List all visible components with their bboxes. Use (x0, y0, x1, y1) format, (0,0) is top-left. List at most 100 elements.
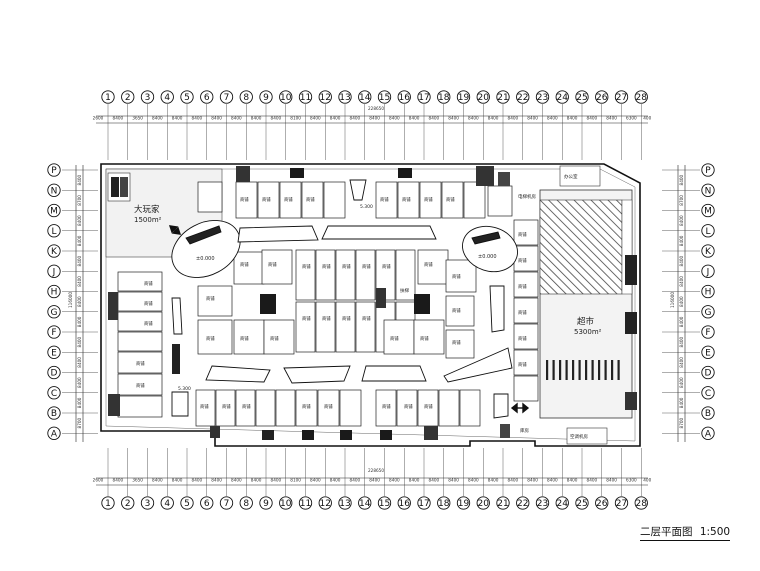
dimension-text: 6300 (626, 116, 637, 121)
dimension-text: 8400 (389, 478, 400, 483)
shop-label: 商铺 (302, 403, 311, 410)
row-dimension-text: 8400 (77, 357, 82, 368)
dimension-text: 8400 (567, 478, 578, 483)
shop-unit (445, 259, 477, 293)
column-axis-label: 6 (204, 499, 210, 509)
row-axis-label: A (51, 429, 58, 439)
row-axis-bubble (47, 224, 61, 238)
total-length-text: 228650 (368, 468, 384, 473)
shop-label: 商铺 (424, 196, 433, 203)
shop-unit (301, 181, 324, 219)
shop-label: 商铺 (424, 261, 433, 268)
dimension-text: 8400 (369, 478, 380, 483)
supermarket-name: 超市 (577, 316, 595, 327)
row-axis-bubble (47, 426, 61, 440)
checkout-lane (572, 360, 575, 380)
column-axis-label: 22 (517, 499, 528, 509)
shop-unit (215, 389, 236, 427)
column-axis-bubble (634, 496, 648, 510)
column-axis-bubble (298, 90, 313, 104)
drawing-scale: 1:500 (699, 526, 731, 538)
dimension-text: 8400 (113, 478, 124, 483)
row-axis-bubble (701, 406, 715, 420)
row-axis-bubble (47, 264, 61, 278)
row-axis-label: J (706, 267, 710, 277)
row-dimension-text: 8700 (77, 417, 82, 428)
column-axis-bubble (140, 496, 155, 510)
shop-label: 商铺 (242, 403, 251, 410)
column-axis-label: 17 (418, 93, 429, 103)
escalator-label: 扶梯 (400, 287, 409, 294)
row-dimension-text: 8400 (679, 377, 684, 388)
column-axis-label: 7 (224, 93, 230, 103)
shop-unit (513, 297, 539, 324)
elevator-room-label: 电梯机房 (518, 193, 536, 200)
shop-unit (438, 389, 460, 427)
checkout-lane (546, 360, 549, 380)
shop-unit (335, 249, 356, 301)
row-axis-bubble (47, 325, 61, 339)
shop-label: 商铺 (284, 196, 293, 203)
column-axis-label: 3 (145, 499, 151, 509)
column-axis-bubble (121, 90, 135, 104)
row-axis-label: L (705, 227, 710, 237)
shop-unit (397, 181, 420, 219)
dimension-text: 8400 (192, 116, 203, 121)
column-axis-bubble (160, 90, 174, 104)
column-axis-bubble (200, 90, 214, 104)
shop-unit (117, 291, 163, 312)
shop-unit (279, 181, 302, 219)
shop-label: 商铺 (302, 263, 311, 270)
dimension-text: 8400 (192, 478, 203, 483)
dimension-text: 8400 (567, 116, 578, 121)
supermarket-zone (539, 165, 637, 445)
row-dimension-text: 8400 (77, 215, 82, 226)
column-axis-label: 25 (576, 93, 587, 103)
total-width-text: 116000 (670, 292, 675, 308)
column-axis-label: 4 (164, 499, 170, 509)
dimension-text: 8400 (389, 116, 400, 121)
column-axis-bubble (259, 496, 273, 510)
shop-unit (383, 319, 415, 355)
row-axis-bubble (47, 284, 61, 299)
column-axis-bubble (358, 496, 372, 510)
shop-unit (295, 301, 316, 353)
row-dimension-text: 8400 (77, 316, 82, 327)
row-axis-bubble (701, 305, 715, 319)
row-axis-bubble (701, 345, 715, 359)
column-axis-bubble (397, 90, 411, 104)
shop-label: 商铺 (420, 335, 429, 342)
shop-label: 商铺 (342, 263, 351, 270)
dimension-text: 8400 (310, 116, 321, 121)
shop-unit (419, 181, 442, 219)
row-axis-label: H (705, 288, 712, 298)
shop-unit (445, 329, 475, 359)
shop-unit (197, 285, 233, 317)
shop-label: 商铺 (144, 320, 153, 327)
dimension-text: 8400 (488, 116, 499, 121)
shop-unit (235, 389, 256, 427)
row-axis-bubble (47, 386, 61, 400)
column-axis-label: 13 (339, 499, 350, 509)
row-dimension-text: 8400 (679, 215, 684, 226)
column-axis-label: 11 (300, 93, 311, 103)
dimension-text: 8400 (468, 478, 479, 483)
shop-unit (513, 245, 539, 272)
dimension-text: 8400 (231, 478, 242, 483)
dimension-text: 8400 (587, 116, 598, 121)
column-axis-bubble (298, 496, 313, 510)
row-dimension-text: 8400 (77, 377, 82, 388)
row-axis-label: M (704, 207, 712, 217)
dimension-text: 8400 (330, 478, 341, 483)
dimension-text: 8400 (429, 116, 440, 121)
row-axis-bubble (47, 163, 61, 177)
column-axis-bubble (496, 496, 510, 510)
level-mark-b: 5.300 (178, 386, 191, 392)
shop-label: 商铺 (452, 307, 461, 314)
column-axis-label: 11 (300, 499, 311, 509)
shop-label: 商铺 (342, 315, 351, 322)
shop-label: 商铺 (144, 300, 153, 307)
shop-unit (441, 181, 464, 219)
shop-label: 商铺 (518, 361, 527, 368)
shop-unit (396, 389, 418, 427)
